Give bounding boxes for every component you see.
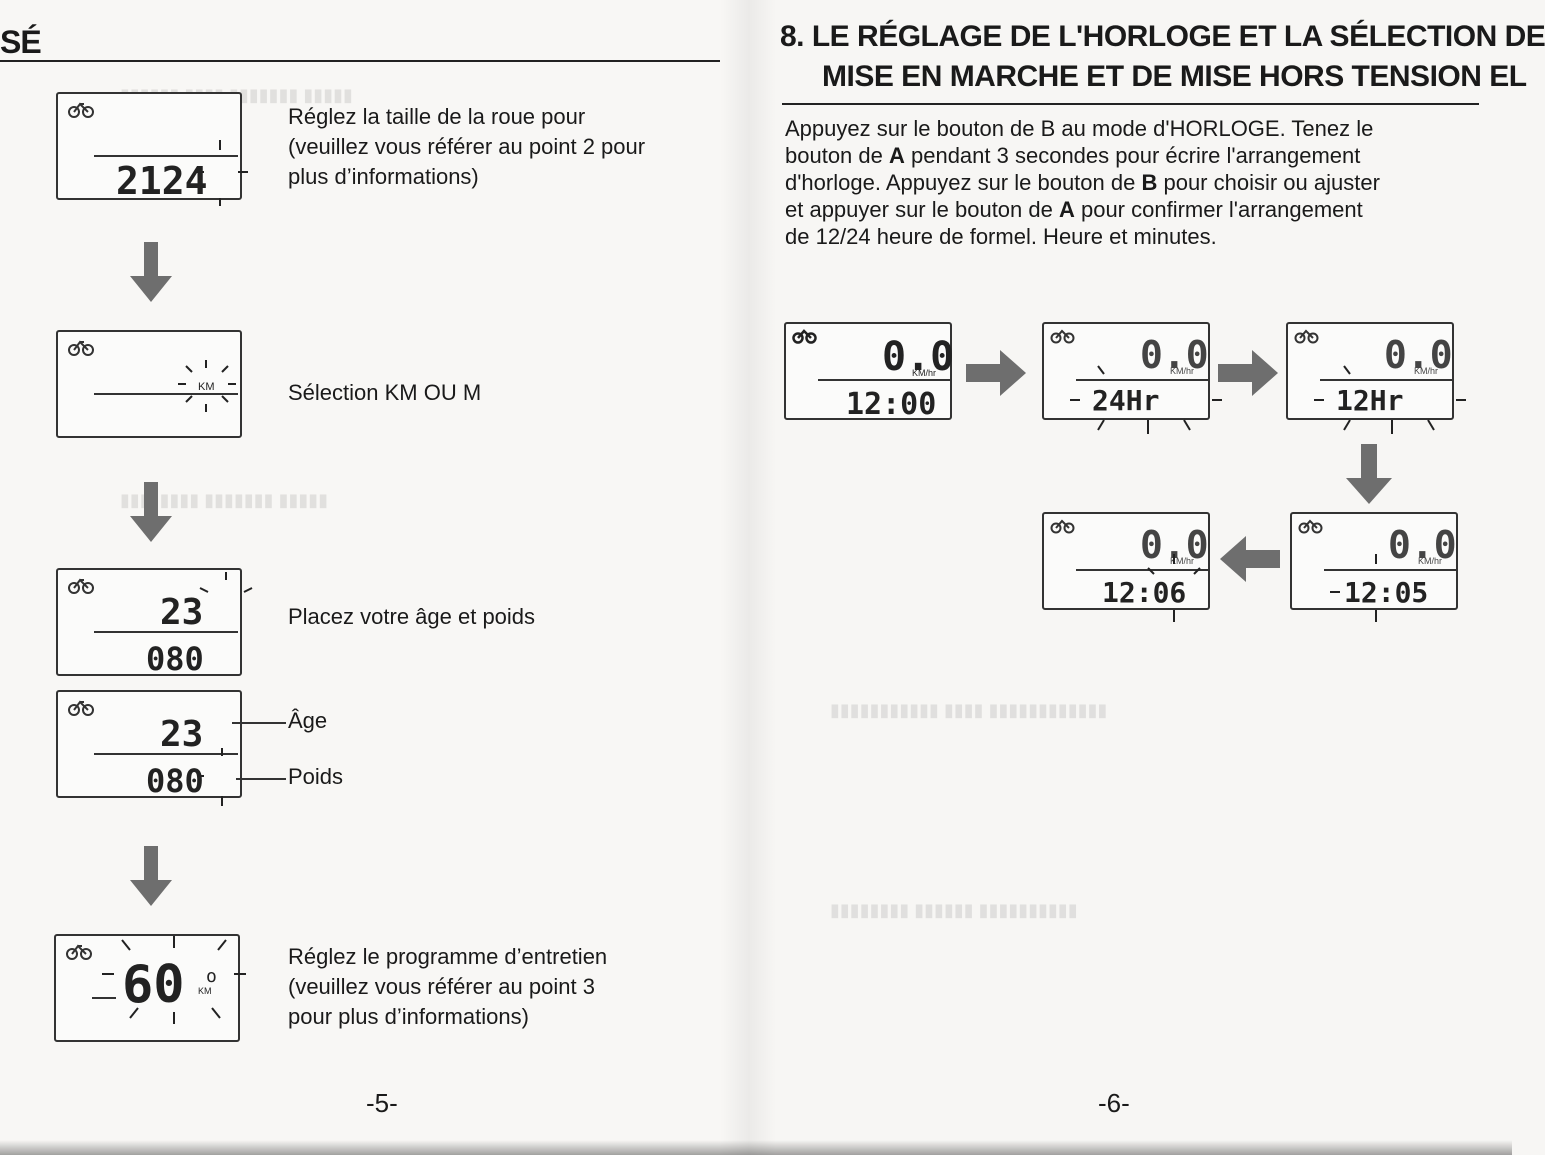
speed-readout: 0.0 [1140, 333, 1209, 377]
clock-display-5: 0.0 KM/hr 12:05 [1290, 512, 1458, 622]
lcd-unit: KM [198, 381, 215, 393]
unit-label: KM/hr [1170, 366, 1194, 376]
blink-rays [178, 360, 236, 412]
lcd-display-wheel-size: 2124 [56, 92, 248, 206]
lcd-display-maintenance: 60 o KM [54, 934, 246, 1042]
clock-display-2: 0.0 KM/hr 24Hr [1042, 322, 1222, 434]
page-number: -5- [366, 1088, 398, 1118]
bicycle-icon [1294, 329, 1319, 344]
lcd-value: 60 [122, 955, 185, 1015]
unit-label: KM/hr [912, 368, 936, 378]
lcd-display-unit: KM [56, 330, 242, 438]
svg-text:KM: KM [198, 986, 212, 996]
step-caption-age-weight: Placez votre âge et poids [288, 604, 536, 629]
bleed-through: ▮▮▮▮▮▮▮▮ ▮▮▮▮▮▮ ▮▮▮▮▮▮▮▮▮▮ [830, 900, 1078, 920]
blink-rays [196, 140, 248, 206]
lcd-display-labelled: 23 080 [56, 690, 242, 806]
clock-readout: 12:05 [1344, 576, 1428, 609]
lcd-display-age-weight: 23 080 [56, 568, 253, 678]
blink-rays [1330, 554, 1377, 622]
arrow-right-icon [1218, 350, 1278, 396]
page-edge-shadow [0, 1140, 1512, 1155]
blink-rays [199, 572, 253, 593]
lcd-age: 23 [160, 714, 203, 755]
lcd-age: 23 [160, 592, 203, 633]
bicycle-icon [1050, 519, 1075, 534]
arrow-down-icon [130, 482, 172, 542]
bicycle-icon [792, 329, 817, 344]
body-line: bouton de A pendant 3 secondes pour écri… [785, 143, 1361, 168]
instructions-paragraph: Appuyez sur le bouton de B au mode d'HOR… [785, 115, 1475, 250]
body-line: de 12/24 heure de formel. Heure et minut… [785, 224, 1217, 249]
bicycle-icon [68, 700, 94, 716]
body-line: Appuyez sur le bouton de B au mode d'HOR… [785, 116, 1374, 141]
step-caption-maintenance: Réglez le programme d’entretien (veuille… [288, 944, 608, 1029]
clock-readout: 12:00 [846, 387, 936, 422]
body-line: d'horloge. Appuyez sur le bouton de B po… [785, 170, 1380, 195]
blink-rays [198, 748, 223, 806]
bicycle-icon [68, 578, 94, 594]
arrow-down-icon [130, 846, 172, 906]
body-line: et appuyer sur le bouton de A pour confi… [785, 197, 1363, 222]
left-page: SÉ ▮▮▮▮▮▮ ▮▮▮▮ ▮▮▮▮▮▮▮ ▮▮▮▮▮ ▮▮▮▮▮▮▮▮ ▮▮… [0, 0, 748, 1155]
weight-label: Poids [288, 764, 344, 789]
title-rule [782, 103, 1479, 105]
arrow-down-icon [1346, 444, 1392, 504]
clock-display-3: 0.0 KM/hr 12Hr [1286, 322, 1466, 434]
speed-readout: 0.0 [1388, 523, 1457, 567]
clock-display-1: 0.0 KM/hr 12:00 [784, 322, 954, 422]
clock-readout: 24Hr [1092, 384, 1159, 417]
clock-display-4: 0.0 KM/hr 12:06 [1042, 512, 1210, 622]
step-caption-wheel-size: Réglez la taille de la roue pour (veuill… [288, 104, 646, 189]
section-title-line-1: 8. LE RÉGLAGE DE L'HORLOGE ET LA SÉLECTI… [780, 20, 1545, 53]
bleed-through: ▮▮▮▮▮▮▮▮▮▮▮ ▮▮▮▮ ▮▮▮▮▮▮▮▮▮▮▮▮ [830, 700, 1108, 720]
speed-readout: 0.0 [882, 334, 954, 380]
blink-rays [102, 936, 246, 1024]
blink-rays [1314, 365, 1466, 434]
arrow-down-icon [130, 242, 172, 302]
lcd-weight: 080 [146, 762, 204, 800]
lcd-value: 2124 [116, 159, 208, 203]
unit-label: KM/hr [1170, 556, 1194, 566]
age-leader-line [232, 722, 286, 724]
bicycle-icon [1298, 519, 1323, 534]
blink-rays [1147, 554, 1201, 622]
book-gutter [720, 0, 776, 1155]
unit-label: KM/hr [1418, 556, 1442, 566]
step-caption-unit: Sélection KM OU M [288, 380, 482, 405]
clock-readout: 12:06 [1102, 576, 1186, 609]
bicycle-icon [1050, 329, 1075, 344]
bicycle-icon [68, 102, 94, 118]
section-header-fragment: SÉ [0, 24, 42, 60]
clock-readout: 12Hr [1336, 384, 1403, 417]
speed-readout: 0.0 [1384, 333, 1453, 377]
section-title-line-2: MISE EN MARCHE ET DE MISE HORS TENSION E… [822, 60, 1527, 93]
bleed-through: ▮▮▮▮▮▮▮▮ ▮▮▮▮▮▮▮ ▮▮▮▮▮ [120, 490, 329, 510]
arrow-left-icon [1220, 536, 1280, 582]
blink-rays [1070, 365, 1222, 434]
arrow-right-icon [966, 350, 1026, 396]
age-label: Âge [288, 708, 328, 733]
bicycle-icon [66, 944, 92, 960]
lcd-weight: 080 [146, 640, 204, 678]
unit-label: KM/hr [1414, 366, 1438, 376]
weight-leader-line [236, 778, 286, 780]
page-number: -6- [1098, 1088, 1130, 1118]
lcd-suffix: o [206, 966, 217, 987]
bicycle-icon [68, 340, 94, 356]
header-rule [0, 60, 720, 62]
